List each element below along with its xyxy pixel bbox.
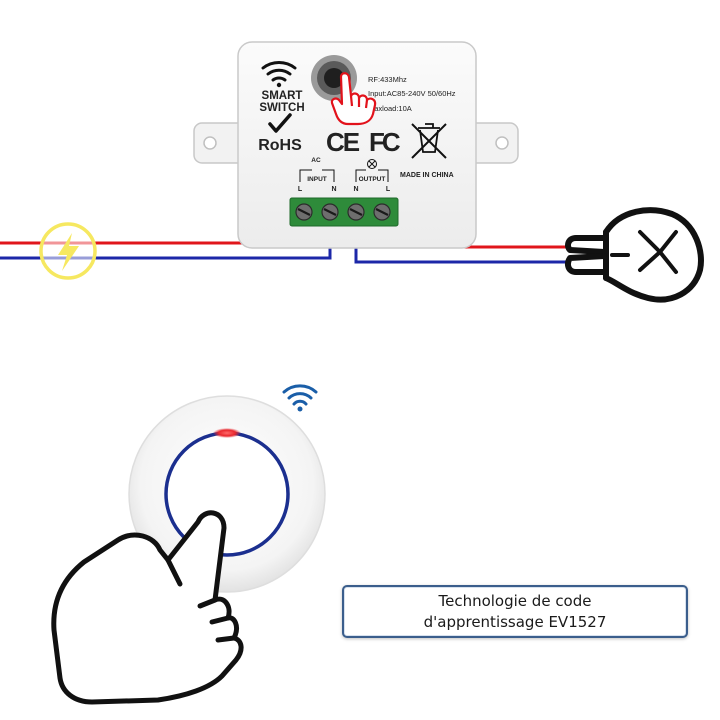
- caption-box: Technologie de code d'apprentissage EV15…: [342, 585, 688, 638]
- status-led: [213, 428, 241, 438]
- input-n-label: N: [331, 186, 336, 193]
- weee-bin-icon: [411, 123, 447, 159]
- terminal-screw-output-l: [373, 203, 391, 221]
- caption-line-2: d'apprentissage EV1527: [423, 612, 607, 631]
- spec-rf: RF:433Mhz: [368, 75, 407, 84]
- pointing-hand-icon: [330, 72, 377, 126]
- spec-input: Input:AC85-240V 50/60Hz: [368, 89, 456, 98]
- made-in-label: MADE IN CHINA: [400, 172, 454, 179]
- ac-label: AC: [311, 157, 321, 164]
- pressing-hand-icon: [51, 510, 244, 705]
- spec-maxload: Maxload:10A: [368, 104, 412, 113]
- output-label: OUTPUT: [359, 176, 386, 183]
- terminal-block: [289, 197, 399, 227]
- remote-wifi-icon: [282, 384, 318, 412]
- wifi-icon: [261, 61, 297, 88]
- switch-module: SMART SWITCH RoHS RF:433Mhz Input:AC85-2…: [193, 41, 519, 249]
- fc-mark: FC: [369, 127, 401, 157]
- terminal-screw-input-n: [321, 203, 339, 221]
- ce-mark: CE: [326, 127, 360, 157]
- light-bulb-icon: [565, 207, 704, 303]
- caption-line-1: Technologie de code: [438, 591, 592, 610]
- rohs-mark: RoHS: [258, 137, 302, 154]
- terminal-labels: [299, 159, 389, 182]
- remote-button[interactable]: [128, 395, 326, 593]
- pairing-button[interactable]: [311, 55, 357, 101]
- lightning-icon: [39, 222, 97, 280]
- input-l-label: L: [298, 186, 303, 193]
- terminal-screw-output-n: [347, 203, 365, 221]
- brand-smart: SMART: [262, 90, 303, 102]
- checkmark-icon: [268, 113, 292, 133]
- output-n-label: N: [353, 186, 358, 193]
- output-l-label: L: [386, 186, 391, 193]
- brand-switch: SWITCH: [259, 102, 304, 114]
- terminal-screw-input-l: [295, 203, 313, 221]
- input-label: INPUT: [307, 176, 327, 183]
